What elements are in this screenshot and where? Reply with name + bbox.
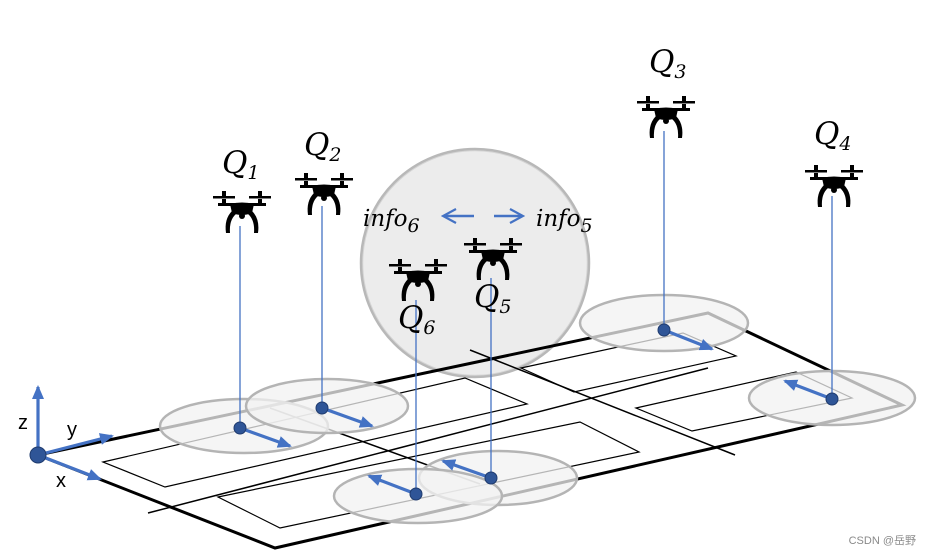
ground-node-q1	[233, 421, 247, 435]
label-q4: Q4	[814, 116, 852, 155]
velocity-arrow-q3	[663, 328, 714, 351]
watermark: CSDN @岳野	[848, 535, 916, 547]
projection-lines	[239, 131, 833, 494]
velocity-arrows	[239, 328, 833, 496]
drone-icon-q1	[213, 191, 271, 233]
ground-node-q2	[315, 401, 329, 415]
ground-node-q3	[657, 323, 671, 337]
ground-node-q4	[825, 392, 839, 406]
y-axis-label: y	[67, 419, 77, 441]
label-q3: Q3	[649, 44, 687, 83]
drone-labels: Q1 Q2 Q3 Q4 Q5 Q6	[222, 44, 852, 339]
velocity-arrow-q2	[321, 406, 374, 428]
info-label-left: info6	[363, 206, 420, 237]
velocity-arrow-q4	[783, 379, 833, 401]
x-axis	[37, 453, 102, 481]
origin-node	[29, 446, 47, 464]
drone-icon-q4	[805, 165, 863, 207]
info-label-right: info5	[536, 206, 593, 237]
label-q6: Q6	[398, 300, 436, 339]
z-axis-label: z	[18, 412, 28, 434]
ground-nodes	[233, 323, 839, 501]
x-axis-label: x	[56, 470, 66, 492]
velocity-arrow-q6	[367, 474, 417, 496]
info-exchange: info6 info5	[363, 206, 593, 237]
velocity-arrow-q5	[441, 459, 492, 480]
drone-icon-q3	[637, 96, 695, 138]
label-q5: Q5	[474, 279, 512, 318]
velocity-arrow-q1	[239, 426, 292, 448]
ground-node-q5	[484, 471, 498, 485]
comm-range-circles	[359, 147, 591, 379]
label-q2: Q2	[304, 127, 342, 166]
comm-range-q5	[359, 147, 591, 379]
y-axis	[37, 433, 114, 457]
drone-icon-q2	[295, 173, 353, 215]
label-q1: Q1	[222, 145, 260, 184]
ground-node-q6	[409, 487, 423, 501]
coordinate-axes: z y x	[18, 385, 114, 492]
